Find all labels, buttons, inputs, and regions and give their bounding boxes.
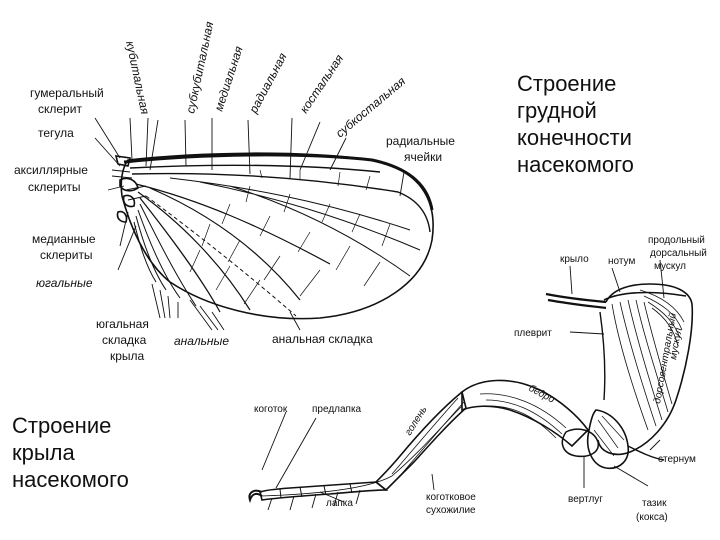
- label-anal: анальные: [174, 334, 229, 348]
- label-cubital: кубитальная: [123, 40, 152, 116]
- claw: [250, 491, 263, 500]
- label-radial: радиальная: [246, 50, 290, 116]
- label-humeral-sclerite: склерит: [38, 102, 82, 116]
- anal-veins: [134, 204, 196, 306]
- cross-veins: [190, 170, 390, 304]
- medial-vein: [136, 184, 330, 300]
- label-jugal-fold: крыла: [110, 349, 145, 363]
- label-coxa: тазик: [642, 498, 667, 509]
- label-longitudinal-dorsal-muscle: продольный: [648, 235, 705, 246]
- label-axillary-sclerites: аксиллярные: [14, 163, 88, 177]
- label-costal: костальная: [297, 51, 347, 115]
- label-longitudinal-dorsal-muscle: мускул: [654, 261, 686, 272]
- label-femur: бедро: [527, 382, 558, 406]
- label-sternum: стернум: [658, 454, 696, 465]
- femur: [462, 380, 588, 446]
- label-jugal-fold: югальная: [96, 317, 149, 331]
- label-subcostal: субкостальная: [333, 74, 409, 141]
- label-coxa: (кокса): [636, 512, 668, 523]
- coxa-muscles: [594, 416, 624, 456]
- label-notum: нотум: [608, 256, 635, 267]
- label-claw-tendon: коготковое: [426, 492, 476, 503]
- label-longitudinal-dorsal-muscle: дорсальный: [650, 248, 707, 259]
- label-humeral-sclerite: гумеральный: [30, 86, 104, 100]
- label-median-sclerites: медианные: [32, 232, 96, 246]
- label-radial-cells: радиальные: [386, 134, 455, 148]
- label-subcubital: субкубитальная: [183, 20, 216, 115]
- label-trochanter: вертлуг: [568, 494, 603, 505]
- wing-stub: [546, 294, 606, 308]
- coxa: [588, 410, 629, 468]
- label-radial-cells: ячейки: [404, 150, 442, 164]
- subcostal-vein: [130, 165, 380, 172]
- label-jugal: югальные: [36, 276, 93, 290]
- costal-vein: [124, 155, 432, 210]
- label-jugal-fold: складка: [102, 333, 147, 347]
- label-claw-tendon: сухожилие: [426, 505, 476, 516]
- label-pretarsus: предлапка: [312, 404, 362, 415]
- label-pleurite: плеврит: [514, 328, 552, 339]
- label-axillary-sclerites: склериты: [28, 180, 81, 194]
- radial-sector: [170, 178, 420, 276]
- thorax-outline: [598, 284, 692, 454]
- label-tegula: тегула: [38, 126, 74, 140]
- label-claw: коготок: [254, 404, 288, 415]
- label-anal-fold: анальная складка: [272, 332, 373, 346]
- label-median-sclerites: склериты: [40, 248, 93, 262]
- label-tarsus: лапка: [326, 498, 353, 509]
- label-medial: медиальная: [212, 44, 246, 113]
- insect-wing: [112, 153, 433, 318]
- leg-leader-lines: [262, 260, 664, 502]
- label-tibia: голень: [403, 405, 429, 438]
- label-wing: крыло: [560, 254, 589, 265]
- pleurite: [600, 312, 605, 400]
